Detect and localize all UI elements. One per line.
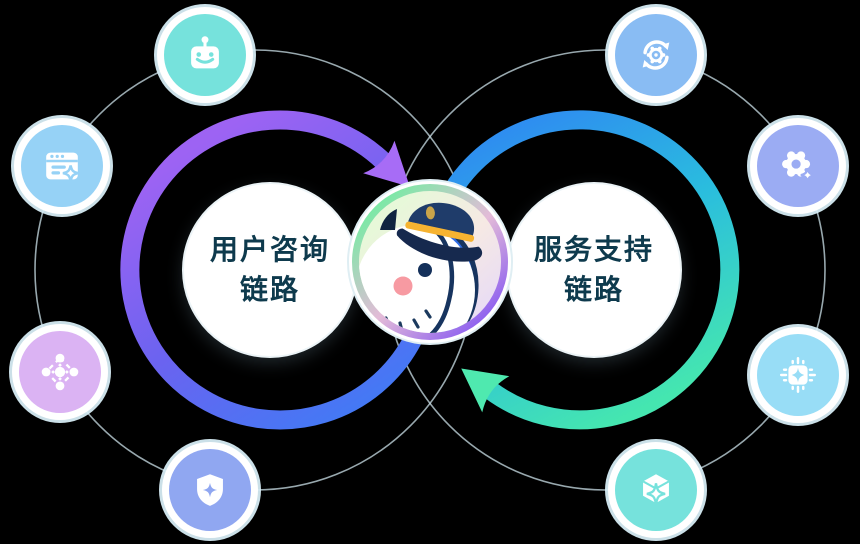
- badge-shield-bg: [169, 449, 251, 531]
- badge-robot-bg: [164, 14, 246, 96]
- left-loop-arrow: [120, 110, 426, 430]
- robot-icon: [191, 36, 219, 69]
- badge-browser: [14, 118, 110, 214]
- right-loop-arrow: [427, 110, 740, 430]
- badge-cube: [608, 442, 704, 538]
- right-loop-label-line1: 服务支持: [533, 234, 654, 265]
- badge-network: [12, 324, 108, 420]
- captain-hat: [396, 202, 483, 262]
- badge-gear: [750, 118, 846, 214]
- shield-star-icon: [197, 474, 223, 506]
- badge-sync-bg: [615, 14, 697, 96]
- badge-chip-bg: [757, 334, 839, 416]
- browser-sparkle-icon: [46, 152, 79, 182]
- chip-star-icon: [779, 356, 817, 394]
- sync-gear-icon: [642, 40, 670, 70]
- left-loop-label-line1: 用户咨询: [209, 234, 330, 265]
- network-nodes-icon: [41, 353, 79, 391]
- badge-robot: [157, 7, 253, 103]
- badge-chip: [750, 327, 846, 423]
- badge-network-bg: [19, 331, 101, 413]
- left-loop-label-circle: 用户咨询 链路: [184, 184, 356, 356]
- right-loop-label-circle: 服务支持 链路: [508, 184, 680, 356]
- badge-shield: [162, 442, 258, 538]
- gear-sparkle-icon: [782, 151, 815, 183]
- penguin-captain-mascot: [347, 179, 513, 345]
- cube-sparkle-icon: [642, 474, 670, 505]
- badge-browser-bg: [21, 125, 103, 207]
- badge-sync: [608, 7, 704, 103]
- badge-cube-bg: [615, 449, 697, 531]
- left-loop-label-line2: 链路: [239, 274, 300, 305]
- badge-gear-bg: [757, 125, 839, 207]
- right-loop-label-line2: 链路: [563, 274, 624, 305]
